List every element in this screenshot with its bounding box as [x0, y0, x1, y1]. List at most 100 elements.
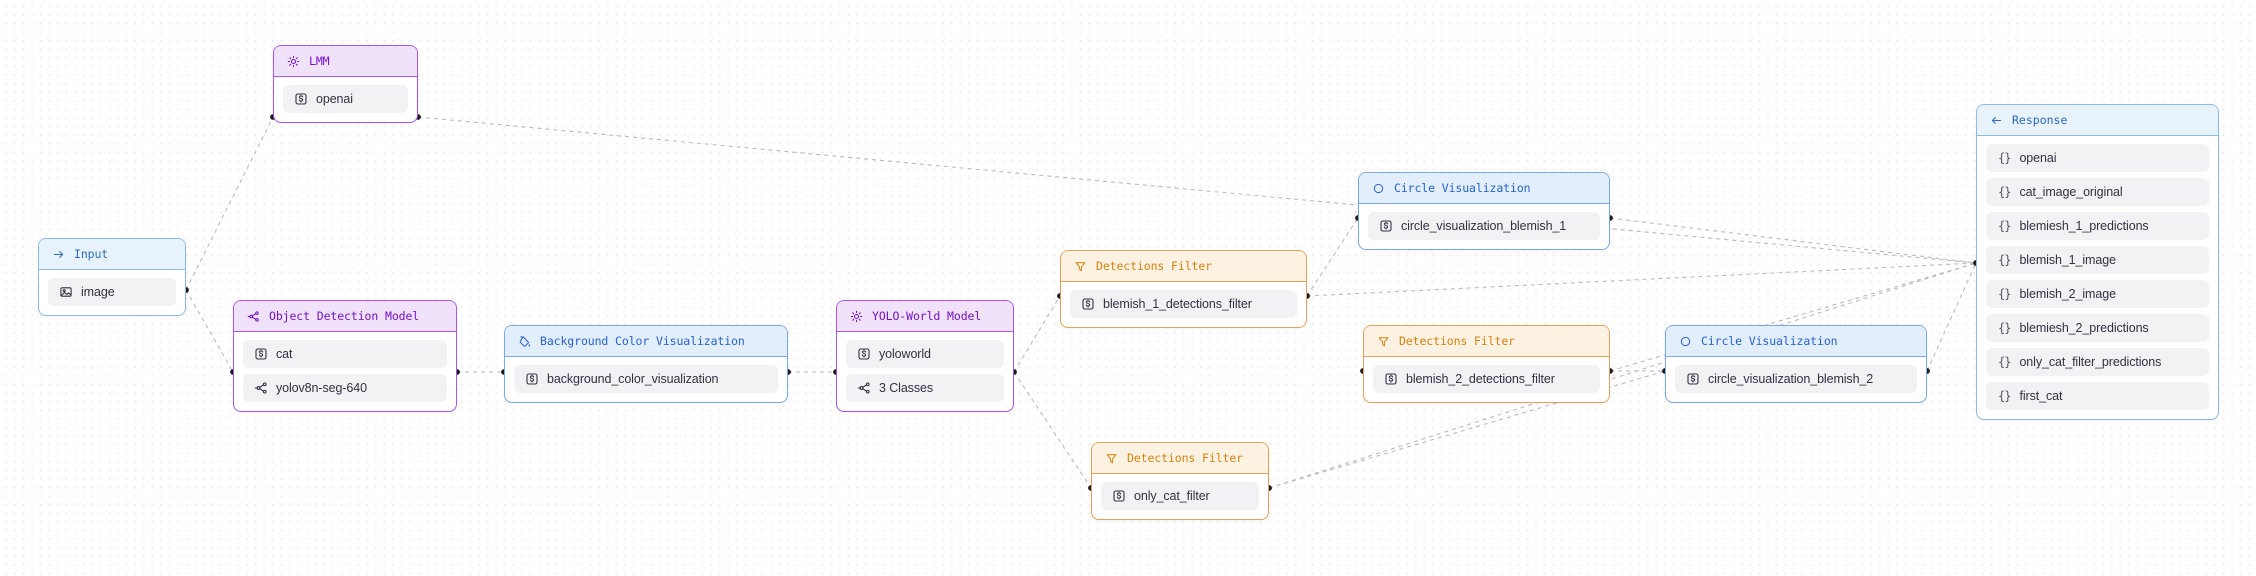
node-field-label: yoloworld	[879, 347, 931, 361]
node-title: Circle Visualization	[1701, 334, 1838, 348]
node-circle-visualization-blemish-1[interactable]: Circle Visualization circle_visualizatio…	[1358, 172, 1610, 250]
node-header[interactable]: LMM	[274, 46, 417, 77]
network-nodes-icon	[254, 381, 268, 395]
node-field[interactable]: image	[48, 278, 176, 306]
node-field[interactable]: circle_visualization_blemish_2	[1675, 365, 1917, 393]
node-field-label: circle_visualization_blemish_1	[1401, 219, 1567, 233]
node-circle-visualization-blemish-2[interactable]: Circle Visualization circle_visualizatio…	[1665, 325, 1927, 403]
node-field-label: image	[81, 285, 115, 299]
node-header[interactable]: Object Detection Model	[234, 301, 456, 332]
node-field[interactable]: cat	[243, 340, 447, 368]
node-field-label: only_cat_filter	[1134, 489, 1210, 503]
node-title: Detections Filter	[1096, 259, 1213, 273]
node-field[interactable]: only_cat_filter	[1101, 482, 1259, 510]
node-header[interactable]: Background Color Visualization	[505, 326, 787, 357]
arrow-left-icon	[1990, 114, 2003, 127]
dollar-box-icon	[857, 347, 871, 361]
node-body: only_cat_filter	[1092, 474, 1268, 519]
braces-icon: {}	[1998, 185, 2011, 199]
node-field[interactable]: circle_visualization_blemish_1	[1368, 212, 1600, 240]
node-body: image	[39, 270, 185, 315]
gear-icon	[850, 310, 863, 323]
circle-icon	[1679, 335, 1692, 348]
node-yolo-world-model[interactable]: YOLO-World Model yoloworld 3 Classes	[836, 300, 1014, 412]
response-item[interactable]: {} blemiesh_1_predictions	[1986, 212, 2209, 240]
response-panel[interactable]: Response {} openai{} cat_image_original{…	[1976, 104, 2219, 420]
node-body: circle_visualization_blemish_1	[1359, 204, 1609, 249]
node-field[interactable]: openai	[283, 85, 408, 113]
node-field[interactable]: yoloworld	[846, 340, 1004, 368]
node-object-detection-model[interactable]: Object Detection Model cat yolov8n-seg-6…	[233, 300, 457, 412]
dollar-box-icon	[254, 347, 268, 361]
node-detections-filter-only-cat[interactable]: Detections Filter only_cat_filter	[1091, 442, 1269, 520]
braces-icon: {}	[1998, 389, 2011, 403]
dollar-box-icon	[1081, 297, 1095, 311]
response-item-label: first_cat	[2019, 389, 2063, 403]
node-title: Input	[74, 247, 109, 261]
filter-icon	[1377, 335, 1390, 348]
response-item[interactable]: {} cat_image_original	[1986, 178, 2209, 206]
node-header[interactable]: Circle Visualization	[1666, 326, 1926, 357]
response-panel-header[interactable]: Response	[1977, 105, 2218, 136]
response-item-label: blemiesh_1_predictions	[2019, 219, 2149, 233]
node-body: yoloworld 3 Classes	[837, 332, 1013, 411]
node-field[interactable]: 3 Classes	[846, 374, 1004, 402]
edge-input-to-object-detection-model	[185, 289, 234, 373]
node-header[interactable]: Detections Filter	[1092, 443, 1268, 474]
network-nodes-icon	[857, 381, 871, 395]
response-item-label: openai	[2019, 151, 2057, 165]
response-item-label: only_cat_filter_predictions	[2019, 355, 2162, 369]
response-item[interactable]: {} blemish_2_image	[1986, 280, 2209, 308]
node-header[interactable]: Input	[39, 239, 185, 270]
node-header[interactable]: Detections Filter	[1364, 326, 1609, 357]
node-title: LMM	[309, 54, 330, 68]
response-item[interactable]: {} openai	[1986, 144, 2209, 172]
braces-icon: {}	[1998, 151, 2011, 165]
node-field-label: background_color_visualization	[547, 372, 719, 386]
response-item[interactable]: {} blemiesh_2_predictions	[1986, 314, 2209, 342]
dollar-box-icon	[525, 372, 539, 386]
node-body: circle_visualization_blemish_2	[1666, 357, 1926, 402]
edge-detections-filter-blemish-1-to-response	[1306, 262, 1977, 297]
node-body: blemish_2_detections_filter	[1364, 357, 1609, 402]
node-field[interactable]: background_color_visualization	[514, 365, 778, 393]
response-item[interactable]: {} first_cat	[1986, 382, 2209, 410]
dollar-box-icon	[1384, 372, 1398, 386]
node-lmm[interactable]: LMM openai	[273, 45, 418, 123]
node-title: Circle Visualization	[1394, 181, 1531, 195]
response-item[interactable]: {} blemish_1_image	[1986, 246, 2209, 274]
braces-icon: {}	[1998, 355, 2011, 369]
node-body: background_color_visualization	[505, 357, 787, 402]
node-header[interactable]: YOLO-World Model	[837, 301, 1013, 332]
node-field-label: cat	[276, 347, 293, 361]
response-item-label: blemish_1_image	[2019, 253, 2116, 267]
node-input[interactable]: Input image	[38, 238, 186, 316]
edge-yolo-world-model-to-detections-filter-blemish-1	[1013, 295, 1061, 373]
node-detections-filter-blemish-1[interactable]: Detections Filter blemish_1_detections_f…	[1060, 250, 1307, 328]
node-background-color-visualization[interactable]: Background Color Visualization backgroun…	[504, 325, 788, 403]
node-header[interactable]: Circle Visualization	[1359, 173, 1609, 204]
node-field[interactable]: blemish_2_detections_filter	[1373, 365, 1600, 393]
dollar-box-icon	[1379, 219, 1393, 233]
node-body: blemish_1_detections_filter	[1061, 282, 1306, 327]
edge-detections-filter-blemish-1-to-circle-visualization-blemish-1	[1306, 217, 1359, 297]
node-field-label: blemish_2_detections_filter	[1406, 372, 1555, 386]
node-field-label: yolov8n-seg-640	[276, 381, 367, 395]
node-field-label: openai	[316, 92, 353, 106]
node-field[interactable]: blemish_1_detections_filter	[1070, 290, 1297, 318]
edge-circle-visualization-blemish-2-to-response	[1926, 262, 1977, 372]
filter-icon	[1074, 260, 1087, 273]
node-detections-filter-blemish-2[interactable]: Detections Filter blemish_2_detections_f…	[1363, 325, 1610, 403]
response-panel-title: Response	[2012, 113, 2068, 127]
response-item[interactable]: {} only_cat_filter_predictions	[1986, 348, 2209, 376]
node-title: Detections Filter	[1399, 334, 1516, 348]
edge-yolo-world-model-to-detections-filter-only-cat	[1013, 371, 1092, 489]
braces-icon: {}	[1998, 321, 2011, 335]
node-header[interactable]: Detections Filter	[1061, 251, 1306, 282]
node-field-label: 3 Classes	[879, 381, 933, 395]
dollar-box-icon	[294, 92, 308, 106]
arrow-right-icon	[52, 248, 65, 261]
gear-icon	[287, 55, 300, 68]
node-field[interactable]: yolov8n-seg-640	[243, 374, 447, 402]
